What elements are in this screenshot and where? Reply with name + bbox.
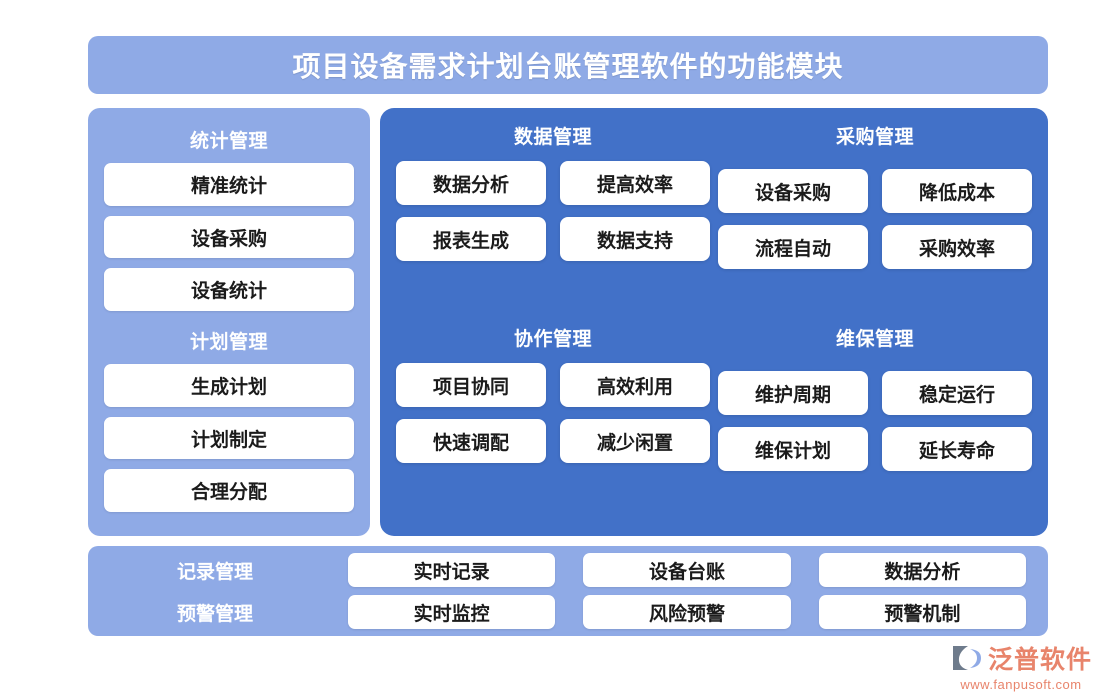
card-reduce-cost[interactable]: 降低成本	[882, 169, 1032, 213]
card-equipment-procurement[interactable]: 设备采购	[718, 169, 868, 213]
section-title-collaboration-management: 协作管理	[513, 329, 592, 350]
sidebar-item-equipment-statistics[interactable]: 设备统计	[104, 268, 354, 312]
card-process-automation[interactable]: 流程自动	[718, 225, 868, 269]
bottom-label-alert-management: 预警管理	[176, 603, 253, 625]
brand-logo: 泛普软件 www.fanpusoft.com	[950, 640, 1092, 692]
card-reduce-idle[interactable]: 减少闲置	[560, 419, 710, 463]
logo-url: www.fanpusoft.com	[960, 677, 1082, 692]
card-equipment-ledger[interactable]: 设备台账	[583, 553, 791, 587]
sidebar-group-title-planning: 计划管理	[189, 332, 268, 354]
card-data-analysis[interactable]: 数据分析	[396, 161, 546, 205]
card-rapid-deployment[interactable]: 快速调配	[396, 419, 546, 463]
section-title-maintenance-management: 维保管理	[835, 329, 914, 350]
module-section-maintenance-management: 维保管理 维护周期 稳定运行 维保计划 延长寿命	[718, 324, 1032, 522]
sidebar-item-equipment-purchase[interactable]: 设备采购	[104, 215, 354, 259]
module-section-procurement-management: 采购管理 设备采购 降低成本 流程自动 采购效率	[718, 122, 1032, 320]
bottom-panel: 记录管理 实时记录 设备台账 数据分析 预警管理 实时监控 风险预警 预警机制	[88, 546, 1048, 636]
sidebar-item-plan-formulation[interactable]: 计划制定	[104, 416, 354, 460]
card-extend-lifespan[interactable]: 延长寿命	[882, 427, 1032, 471]
section-title-procurement-management: 采购管理	[835, 127, 914, 148]
sidebar-item-precise-statistics[interactable]: 精准统计	[104, 163, 354, 206]
card-procurement-efficiency[interactable]: 采购效率	[882, 225, 1032, 269]
module-section-collaboration-management: 协作管理 项目协同 高效利用 快速调配 减少闲置	[396, 324, 710, 522]
sidebar-group-title-statistics: 统计管理	[189, 131, 268, 152]
bottom-label-record-management: 记录管理	[176, 561, 253, 583]
bottom-row-alert-management: 预警管理 实时监控 风险预警 预警机制	[110, 595, 1026, 629]
fanpu-swoosh-icon	[952, 646, 981, 670]
card-bottom-data-analysis[interactable]: 数据分析	[818, 553, 1026, 587]
section-cards-procurement-management: 设备采购 降低成本 流程自动 采购效率	[718, 169, 1032, 269]
sidebar-panel: 统计管理 精准统计 设备采购 设备统计 计划管理 生成计划 计划制定 合理分配	[88, 108, 370, 536]
card-improve-efficiency[interactable]: 提高效率	[560, 161, 710, 205]
section-cards-collaboration-management: 项目协同 高效利用 快速调配 减少闲置	[396, 363, 710, 463]
card-risk-alert[interactable]: 风险预警	[583, 595, 791, 629]
header-banner: 项目设备需求计划台账管理软件的功能模块	[88, 36, 1048, 94]
sidebar-item-reasonable-allocation[interactable]: 合理分配	[104, 469, 354, 513]
module-section-data-management: 数据管理 数据分析 提高效率 报表生成 数据支持	[396, 122, 710, 320]
bottom-row-record-management: 记录管理 实时记录 设备台账 数据分析	[110, 553, 1026, 587]
card-report-generation[interactable]: 报表生成	[396, 217, 546, 261]
card-realtime-record[interactable]: 实时记录	[348, 553, 556, 587]
card-alert-mechanism[interactable]: 预警机制	[818, 595, 1026, 629]
card-efficient-utilization[interactable]: 高效利用	[560, 363, 710, 407]
logo-lockup: 泛普软件	[950, 640, 1092, 676]
card-project-collaboration[interactable]: 项目协同	[396, 363, 546, 407]
card-maintenance-cycle[interactable]: 维护周期	[718, 371, 868, 415]
sidebar-item-generate-plan[interactable]: 生成计划	[104, 364, 354, 407]
page-title: 项目设备需求计划台账管理软件的功能模块	[292, 51, 844, 82]
section-cards-data-management: 数据分析 提高效率 报表生成 数据支持	[396, 161, 710, 261]
module-grid: 数据管理 数据分析 提高效率 报表生成 数据支持 采购管理 设备采购 降低成本 …	[396, 122, 1032, 522]
section-title-data-management: 数据管理	[513, 127, 592, 148]
card-realtime-monitoring[interactable]: 实时监控	[348, 595, 556, 629]
logo-name: 泛普软件	[987, 646, 1092, 674]
card-data-support[interactable]: 数据支持	[560, 217, 710, 261]
card-maintenance-plan[interactable]: 维保计划	[718, 427, 868, 471]
card-stable-operation[interactable]: 稳定运行	[882, 371, 1032, 415]
main-panel: 数据管理 数据分析 提高效率 报表生成 数据支持 采购管理 设备采购 降低成本 …	[380, 108, 1048, 536]
section-cards-maintenance-management: 维护周期 稳定运行 维保计划 延长寿命	[718, 371, 1032, 471]
